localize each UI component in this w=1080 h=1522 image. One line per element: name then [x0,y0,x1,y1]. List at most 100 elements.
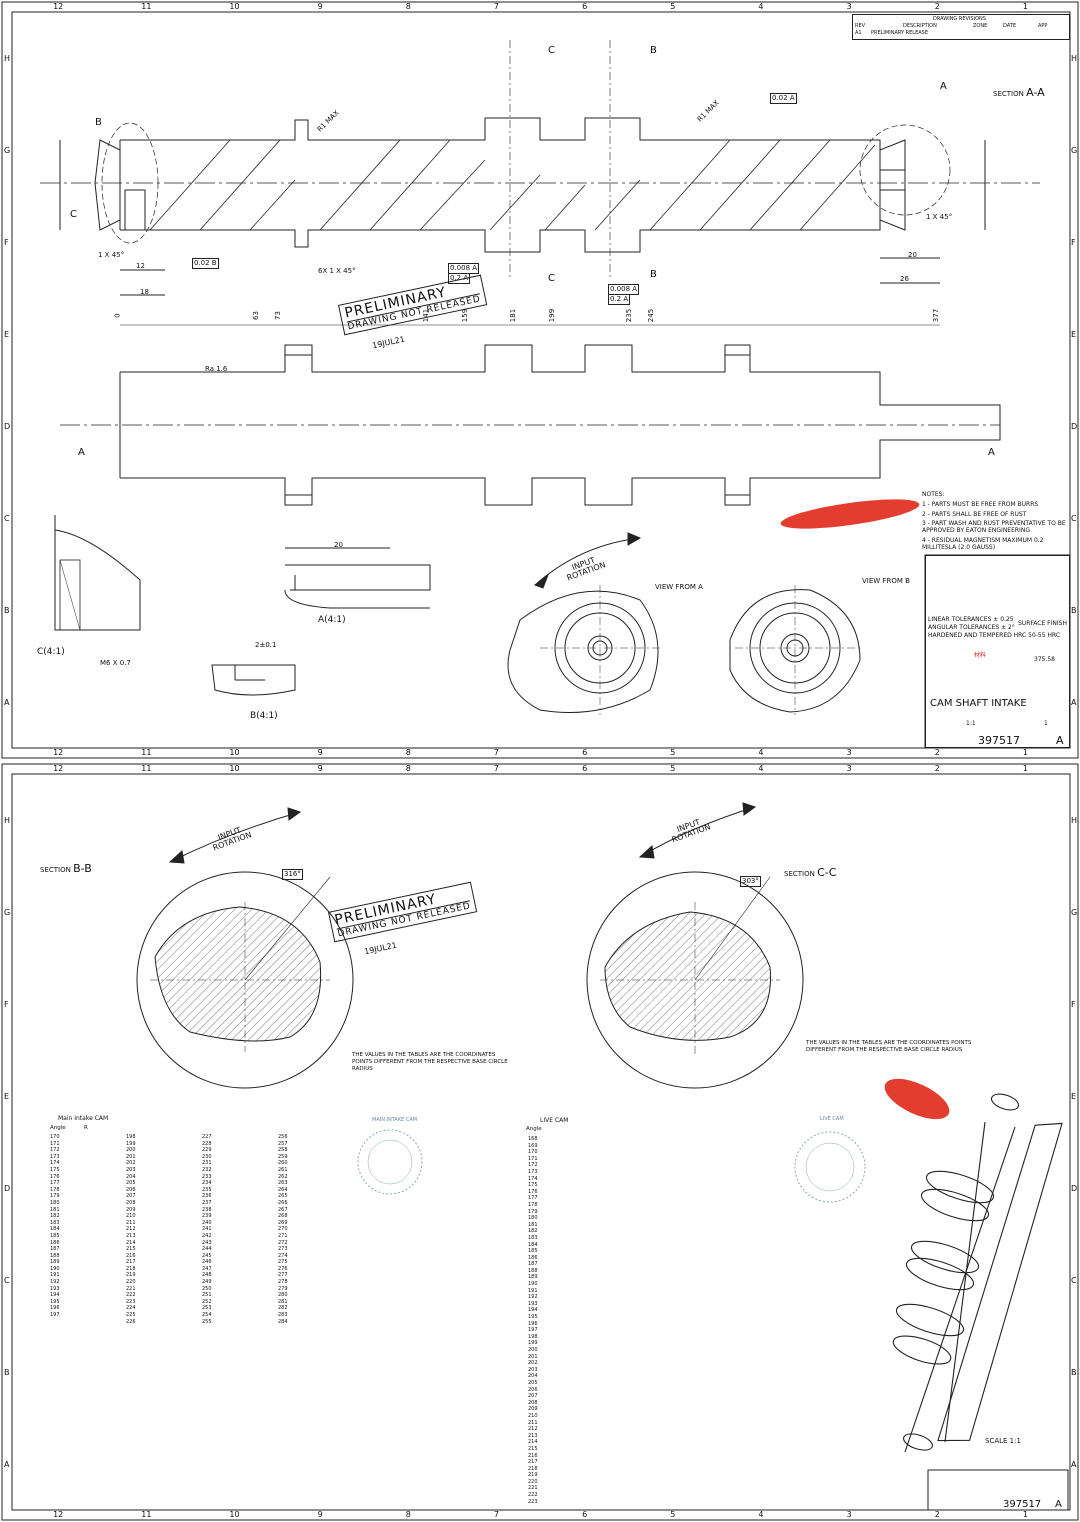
zone-label: 5 [670,1510,676,1519]
part-number-sheet2: 397517 [1003,1499,1042,1510]
main-cam-chart-title: MAIN INTAKE CAM [372,1117,418,1123]
zone-label: 1 [1022,764,1028,773]
cam-angle-cell: 269 [278,1219,288,1226]
zone-label: 3 [846,764,852,773]
cam-angle-cell: 232 [202,1166,212,1173]
cam-angle-cell: 234 [202,1180,212,1187]
zone-label: 6 [582,764,588,773]
section-b-bottom: B [650,269,657,280]
cam-angle-cell: 189 [528,1274,538,1281]
cam-angle-cell: 198 [528,1333,538,1340]
cam-angle-cell: 211 [126,1219,136,1226]
cam-angle-cell: 183 [528,1234,538,1241]
station-dim: 199 [547,308,556,323]
cam-angle-cell: 256 [278,1134,288,1140]
cam-angle-cell: 213 [528,1432,538,1439]
cam-angle-cell: 251 [202,1292,212,1299]
cam-angle-cell: 181 [50,1206,60,1213]
zone-label: B [1071,1368,1077,1377]
cam-angle-cell: 276 [278,1265,288,1272]
cam-angle-cell: 188 [50,1252,60,1259]
cam-angle-cell: 275 [278,1259,288,1266]
zone-label: B [1071,606,1077,615]
zone-label: C [1071,1276,1077,1285]
cam-angle-cell: 187 [50,1246,60,1253]
cam-angle-cell: 214 [528,1439,538,1446]
cam-angle-cell: 259 [278,1153,288,1160]
cam-angle-cell: 205 [528,1379,538,1386]
title-block: LINEAR TOLERANCES ± 0.25 ANGULAR TOLERAN… [925,555,1070,748]
zone-label: G [1071,908,1078,917]
zone-label: 10 [229,2,240,11]
cam-angle-cell: 262 [278,1173,288,1180]
letter-a-mid-left: A [78,447,85,458]
zone-label: 2 [934,2,940,11]
cam-angle-cell: 174 [50,1160,60,1167]
angle-c-box: 303° [740,876,761,887]
cam-angle-cell: 209 [126,1206,136,1213]
weight-value: 375.58 [1034,656,1055,663]
revision-header-zone: ZONE [973,23,988,29]
zone-label: C [4,514,10,523]
cam-angle-cell: 243 [202,1239,212,1246]
cam-angle-cell: 239 [202,1213,212,1220]
cam-angle-cell: 257 [278,1140,288,1147]
zone-label: 12 [53,748,64,757]
cam-angle-cell: 266 [278,1199,288,1206]
cam-angle-cell: 195 [528,1314,538,1321]
view-from-b-label: VIEW FROM B [862,577,910,585]
station-dim: 377 [932,308,941,323]
cam-angle-cell: 194 [50,1292,60,1299]
surface-finish: SURFACE FINISH [1018,620,1067,627]
zone-label: 11 [141,1510,152,1519]
cam-angle-cell: 199 [528,1340,538,1347]
zone-label: G [4,908,11,917]
main-cam-header-angle: Angle [50,1125,66,1131]
chamfer-multi-label: 6X 1 X 45° [318,267,356,275]
note-2: 2 - PARTS SHALL BE FREE OF RUST [922,511,1027,518]
cam-angle-cell: 199 [126,1140,136,1147]
cam-angle-cell: 175 [50,1166,60,1173]
zone-label: H [4,54,11,63]
letter-a-top: A [940,81,947,92]
section-aa-id: A-A [1026,86,1045,99]
cam-angle-cell: 284 [278,1318,288,1325]
note-1: 1 - PARTS MUST BE FREE FROM BURRS [922,501,1039,508]
cam-angle-cell: 279 [278,1285,288,1292]
zone-label: B [4,1368,10,1377]
cam-angle-cell: 210 [528,1412,538,1419]
cam-angle-cell: 182 [528,1228,538,1235]
cam-angle-cell: 210 [126,1213,136,1220]
cam-angle-cell: 270 [278,1226,288,1233]
zone-label: 6 [582,748,588,757]
revision-letter: A [1056,734,1064,747]
zone-label: 2 [934,748,940,757]
zone-label: 10 [229,748,240,757]
cam-angle-cell: 223 [528,1498,538,1505]
cam-angle-cell: 168 [528,1136,538,1142]
station-dim: 159 [461,308,470,323]
cam-angle-cell: 233 [202,1173,212,1180]
cam-angle-cell: 170 [528,1149,538,1156]
zone-label: 3 [846,2,852,11]
zone-label: D [1071,422,1078,431]
zone-label: H [1071,816,1078,825]
revision-header-desc: DESCRIPTION [903,23,937,29]
zone-label: 2 [934,1510,940,1519]
cam-angle-cell: 277 [278,1272,288,1279]
cam-angle-cell: 219 [126,1272,136,1279]
note-3: 3 - PART WASH AND RUST PREVENTATIVE TO B… [922,520,1066,534]
note-b: THE VALUES IN THE TABLES ARE THE COORDIN… [352,1052,508,1072]
zone-label: 11 [141,764,152,773]
thread-label: M6 X 0.7 [100,659,131,667]
main-cam-title: Main Intake CAM [58,1115,109,1122]
cam-angle-cell: 206 [528,1386,538,1393]
cam-angle-cell: 193 [528,1300,538,1307]
live-cam-title: LIVE CAM [540,1117,569,1124]
station-dim: 235 [625,308,634,323]
scale-label: SCALE 1:1 [985,1437,1021,1445]
